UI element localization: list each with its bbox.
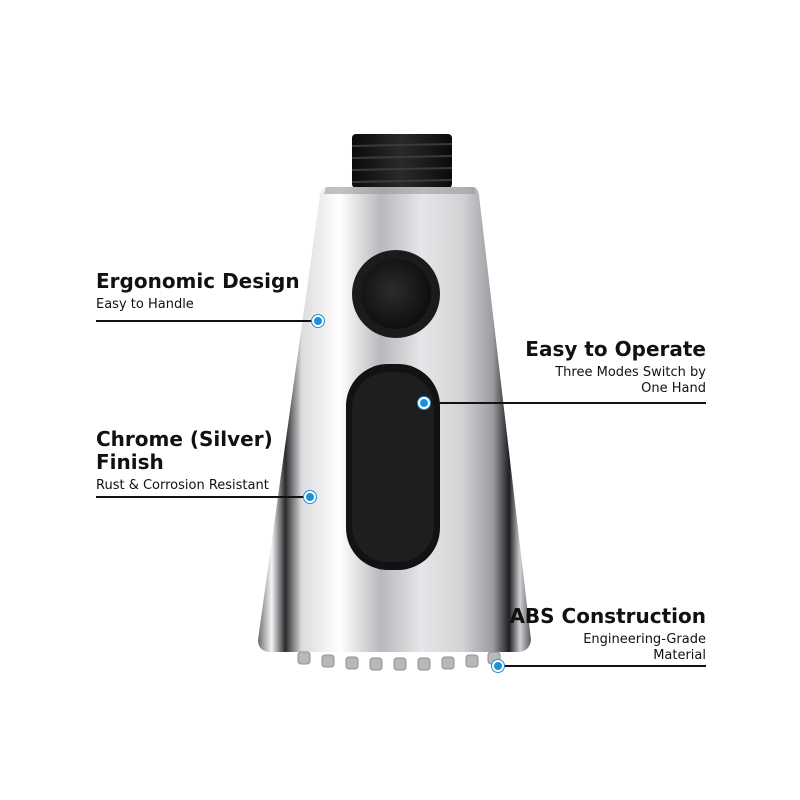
callout-dot-3 xyxy=(418,397,430,409)
callout-subtitle-line: Material xyxy=(653,648,706,663)
callout-abs-construction: ABS Construction Engineering-Grade Mater… xyxy=(509,605,706,664)
leader-line-1 xyxy=(96,320,316,322)
callout-dot-4 xyxy=(492,660,504,672)
callout-dot-1 xyxy=(312,315,324,327)
leader-line-3 xyxy=(426,402,706,404)
callout-subtitle: Easy to Handle xyxy=(96,297,194,312)
leader-line-2 xyxy=(96,496,308,498)
leader-line-4 xyxy=(500,665,706,667)
callout-title: Chrome (Silver) Finish xyxy=(96,427,273,474)
paddle-button-icon xyxy=(346,364,440,570)
callout-title: ABS Construction xyxy=(509,604,706,628)
callout-ergonomic-design: Ergonomic Design Easy to Handle xyxy=(96,270,300,313)
callout-subtitle: Three Modes Switch by One Hand xyxy=(525,365,706,397)
round-button-icon xyxy=(352,250,440,338)
callout-subtitle-line: One Hand xyxy=(641,381,706,396)
callout-title: Ergonomic Design xyxy=(96,269,300,293)
callout-subtitle-line: Three Modes Switch by xyxy=(555,365,706,380)
callout-subtitle: Rust & Corrosion Resistant xyxy=(96,478,269,493)
callout-easy-to-operate: Easy to Operate Three Modes Switch by On… xyxy=(525,338,706,397)
callout-chrome-finish: Chrome (Silver) Finish Rust & Corrosion … xyxy=(96,428,296,494)
thread-connector xyxy=(351,134,453,188)
callout-dot-2 xyxy=(304,491,316,503)
callout-subtitle: Engineering-Grade Material xyxy=(509,632,706,664)
spray-nozzles xyxy=(297,651,501,671)
callout-subtitle-line: Engineering-Grade xyxy=(583,632,706,647)
callout-title: Easy to Operate xyxy=(525,337,706,361)
